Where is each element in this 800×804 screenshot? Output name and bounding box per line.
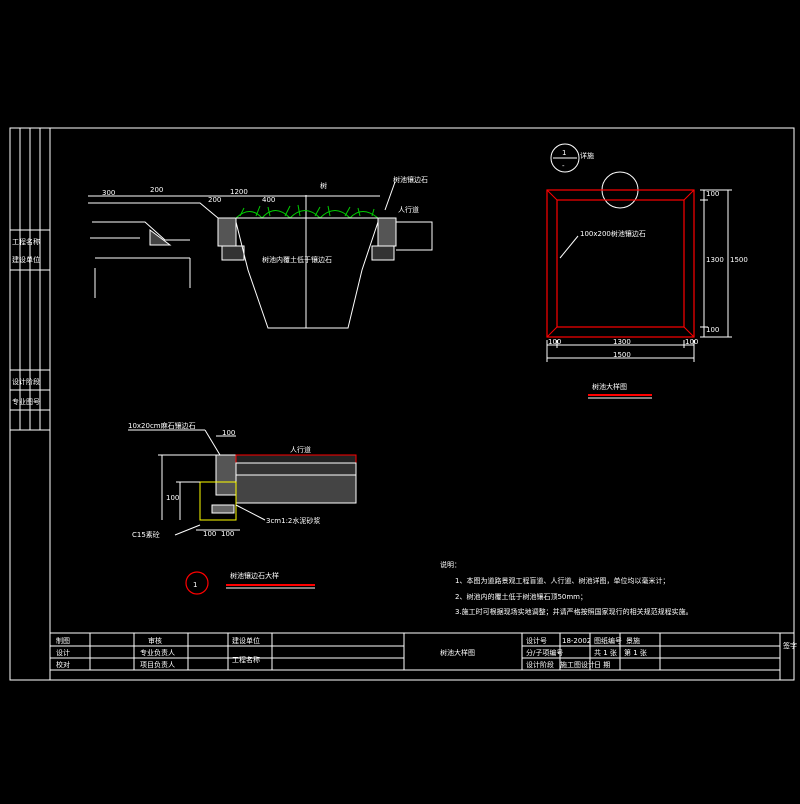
stone-outer — [546, 189, 695, 338]
strip-row2: 建设单位 — [12, 255, 40, 264]
tb-sub-label: 分/子项编号 — [526, 648, 563, 657]
section-right-curb — [377, 217, 397, 247]
detail-footing — [199, 481, 237, 521]
detail-dim-left: 100 — [166, 494, 179, 502]
tb-drawing-name: 树池大样图 — [440, 648, 475, 657]
plan-callout-den: - — [562, 162, 565, 170]
tb-date-label: 日 期 — [594, 661, 610, 669]
detail-dim-bottom-b: 100 — [221, 530, 234, 538]
tb-code-label: 设计号 — [526, 636, 547, 645]
left-strip: 工程名称 建设单位 设计阶段 专业图号 — [10, 128, 50, 431]
tb-drawing-no-label: 图纸编号 — [594, 636, 622, 645]
plan-callout-num: 1 — [562, 149, 566, 157]
detail-callout-circle — [185, 571, 209, 595]
tb-unit-label: 建设单位 — [232, 636, 260, 645]
tb-r2c2: 专业负责人 — [140, 648, 175, 657]
plan-dim-side-small-bottom: 100 — [706, 326, 719, 334]
strip-row1: 工程名称 — [12, 237, 40, 246]
plan-dim-side-mid: 1300 — [706, 256, 724, 264]
detail-concrete-base — [235, 474, 357, 504]
tb-right-tag: 签字 — [783, 641, 797, 650]
plan-callout-label: 详施 — [580, 151, 594, 160]
section-label-tree: 树 — [320, 181, 327, 190]
plan-dim-bottom-small-left: 100 — [548, 338, 561, 346]
tb-r3c1: 校对 — [56, 660, 70, 669]
plan-dim-bottom-small-right: 100 — [685, 338, 698, 346]
section-label-soil: 树池内覆土低于镶边石 — [262, 255, 332, 264]
tb-code-value: 18-2002 — [562, 637, 591, 645]
grass-icon — [235, 210, 379, 219]
detail-title: 树池镶边石大样 — [230, 571, 279, 580]
section-dim-a: 400 — [262, 196, 275, 204]
tb-stage-label: 设计阶段 — [526, 660, 554, 669]
detail-label-stone: 10x20cm麻石镶边石 — [128, 421, 196, 430]
plan-dim-side-small-top: 100 — [706, 190, 719, 198]
strip-row3: 设计阶段 — [12, 377, 40, 386]
notes-heading: 说明： — [440, 560, 461, 569]
tb-drawing-no-value: 景施 — [626, 636, 640, 645]
detail-paving-top — [235, 454, 357, 464]
plan-dim-bottom-mid: 1300 — [613, 338, 631, 346]
notes-item-2: 2、树池内的覆土低于树池镶石顶50mm； — [455, 592, 587, 601]
plan-stone-label: 100x200树池镶边石 — [580, 229, 646, 238]
tb-sheet-no: 第 1 张 — [624, 648, 647, 657]
section-view: 300 200 1200 400 200 树池镶边石 树 人行道 树池内覆土低于… — [88, 175, 433, 329]
tb-r1c1: 制图 — [56, 636, 70, 645]
section-dim-top: 1200 — [230, 188, 248, 196]
title-block: 制图 审核 设计 专业负责人 校对 项目负责人 建设单位 工程名称 树池大样图 … — [50, 632, 797, 680]
svg-text:300: 300 — [102, 189, 115, 197]
detail-callout-num: 1 — [193, 581, 197, 589]
notes-item-3: 3.施工时可根据现场实地调整；并请严格按照国家现行的相关规范规程实施。 — [455, 607, 693, 616]
plan-title: 树池大样图 — [592, 382, 627, 391]
detail-stone-block — [215, 454, 237, 496]
notes-item-1: 1、本图为道路景观工程盲道、人行道、树池详图，单位均以毫米计； — [455, 576, 669, 585]
detail-label-concrete: C15素砼 — [132, 530, 160, 539]
tb-project-label: 工程名称 — [232, 655, 260, 664]
inner-frame — [49, 127, 795, 681]
paver-detail: 10x20cm麻石镶边石 100 人行道 3cm1:2水泥砂浆 100 C15素… — [128, 421, 357, 595]
callout-circle — [550, 143, 580, 173]
strip-row4: 专业图号 — [12, 397, 40, 406]
detail-label-sidewalk: 人行道 — [290, 445, 311, 454]
detail-dim-top: 100 — [222, 429, 235, 437]
plan-view: 1 - 详施 100x200树池镶边石 100 1300 100 1500 10… — [546, 143, 748, 399]
svg-text:200: 200 — [150, 186, 163, 194]
detail-dim-bottom-a: 100 — [203, 530, 216, 538]
section-label-sidewalk: 人行道 — [398, 205, 419, 214]
tb-r2c1: 设计 — [56, 648, 70, 657]
tb-sheet-total: 共 1 张 — [594, 648, 617, 657]
tb-r3c2: 项目负责人 — [140, 660, 175, 669]
tb-stage-value: 施工图设计 — [560, 660, 595, 669]
detail-label-mortar: 3cm1:2水泥砂浆 — [266, 516, 320, 525]
section-dim-b: 200 — [208, 196, 221, 204]
plan-dim-bottom-total: 1500 — [613, 351, 631, 359]
stone-inner — [556, 199, 685, 328]
tb-r1c2: 审核 — [148, 636, 162, 645]
notes: 说明： 1、本图为道路景观工程盲道、人行道、树池详图，单位均以毫米计； 2、树池… — [440, 560, 693, 616]
plan-dim-side-total: 1500 — [730, 256, 748, 264]
section-label-paver: 树池镶边石 — [393, 175, 428, 184]
tree-pit-outline — [235, 221, 379, 329]
section-left-curb — [217, 217, 237, 247]
